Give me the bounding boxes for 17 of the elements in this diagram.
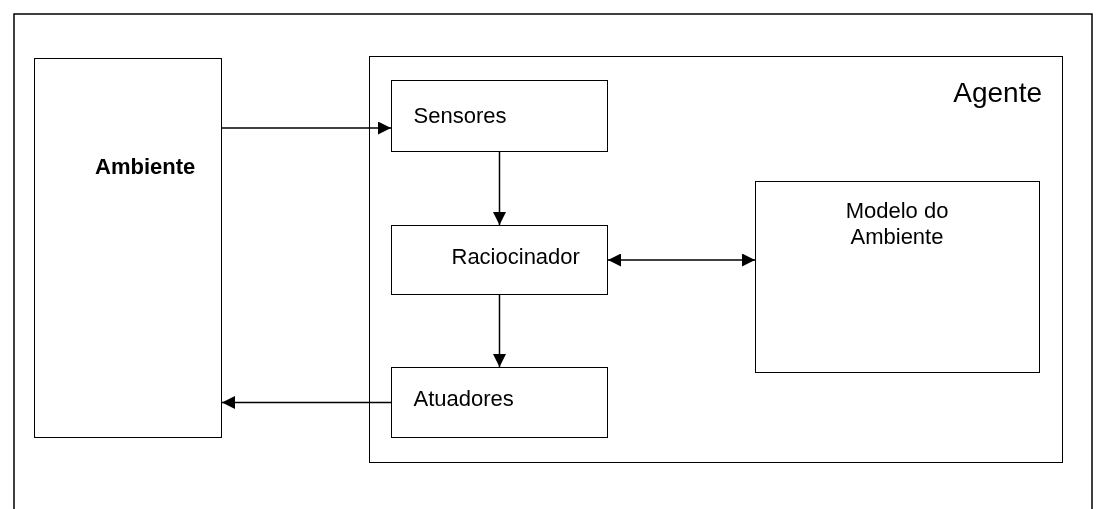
block — [34, 58, 222, 438]
box-label: Modelo do Ambiente — [844, 197, 950, 250]
box-label: Raciocinador — [450, 243, 581, 270]
box-label: Ambiente — [94, 154, 197, 180]
block — [369, 56, 1063, 463]
module-box — [390, 366, 608, 438]
arrow — [607, 253, 756, 267]
module-box — [390, 79, 608, 152]
arrow — [221, 396, 392, 409]
arrow — [221, 121, 392, 135]
arrow — [493, 151, 506, 226]
box-label: Atuadores — [413, 385, 514, 412]
arrow — [493, 294, 506, 368]
box-label: Sensores — [413, 102, 507, 129]
module-box — [390, 224, 608, 295]
box-label: Agente — [953, 77, 1042, 109]
module-box — [754, 180, 1040, 373]
